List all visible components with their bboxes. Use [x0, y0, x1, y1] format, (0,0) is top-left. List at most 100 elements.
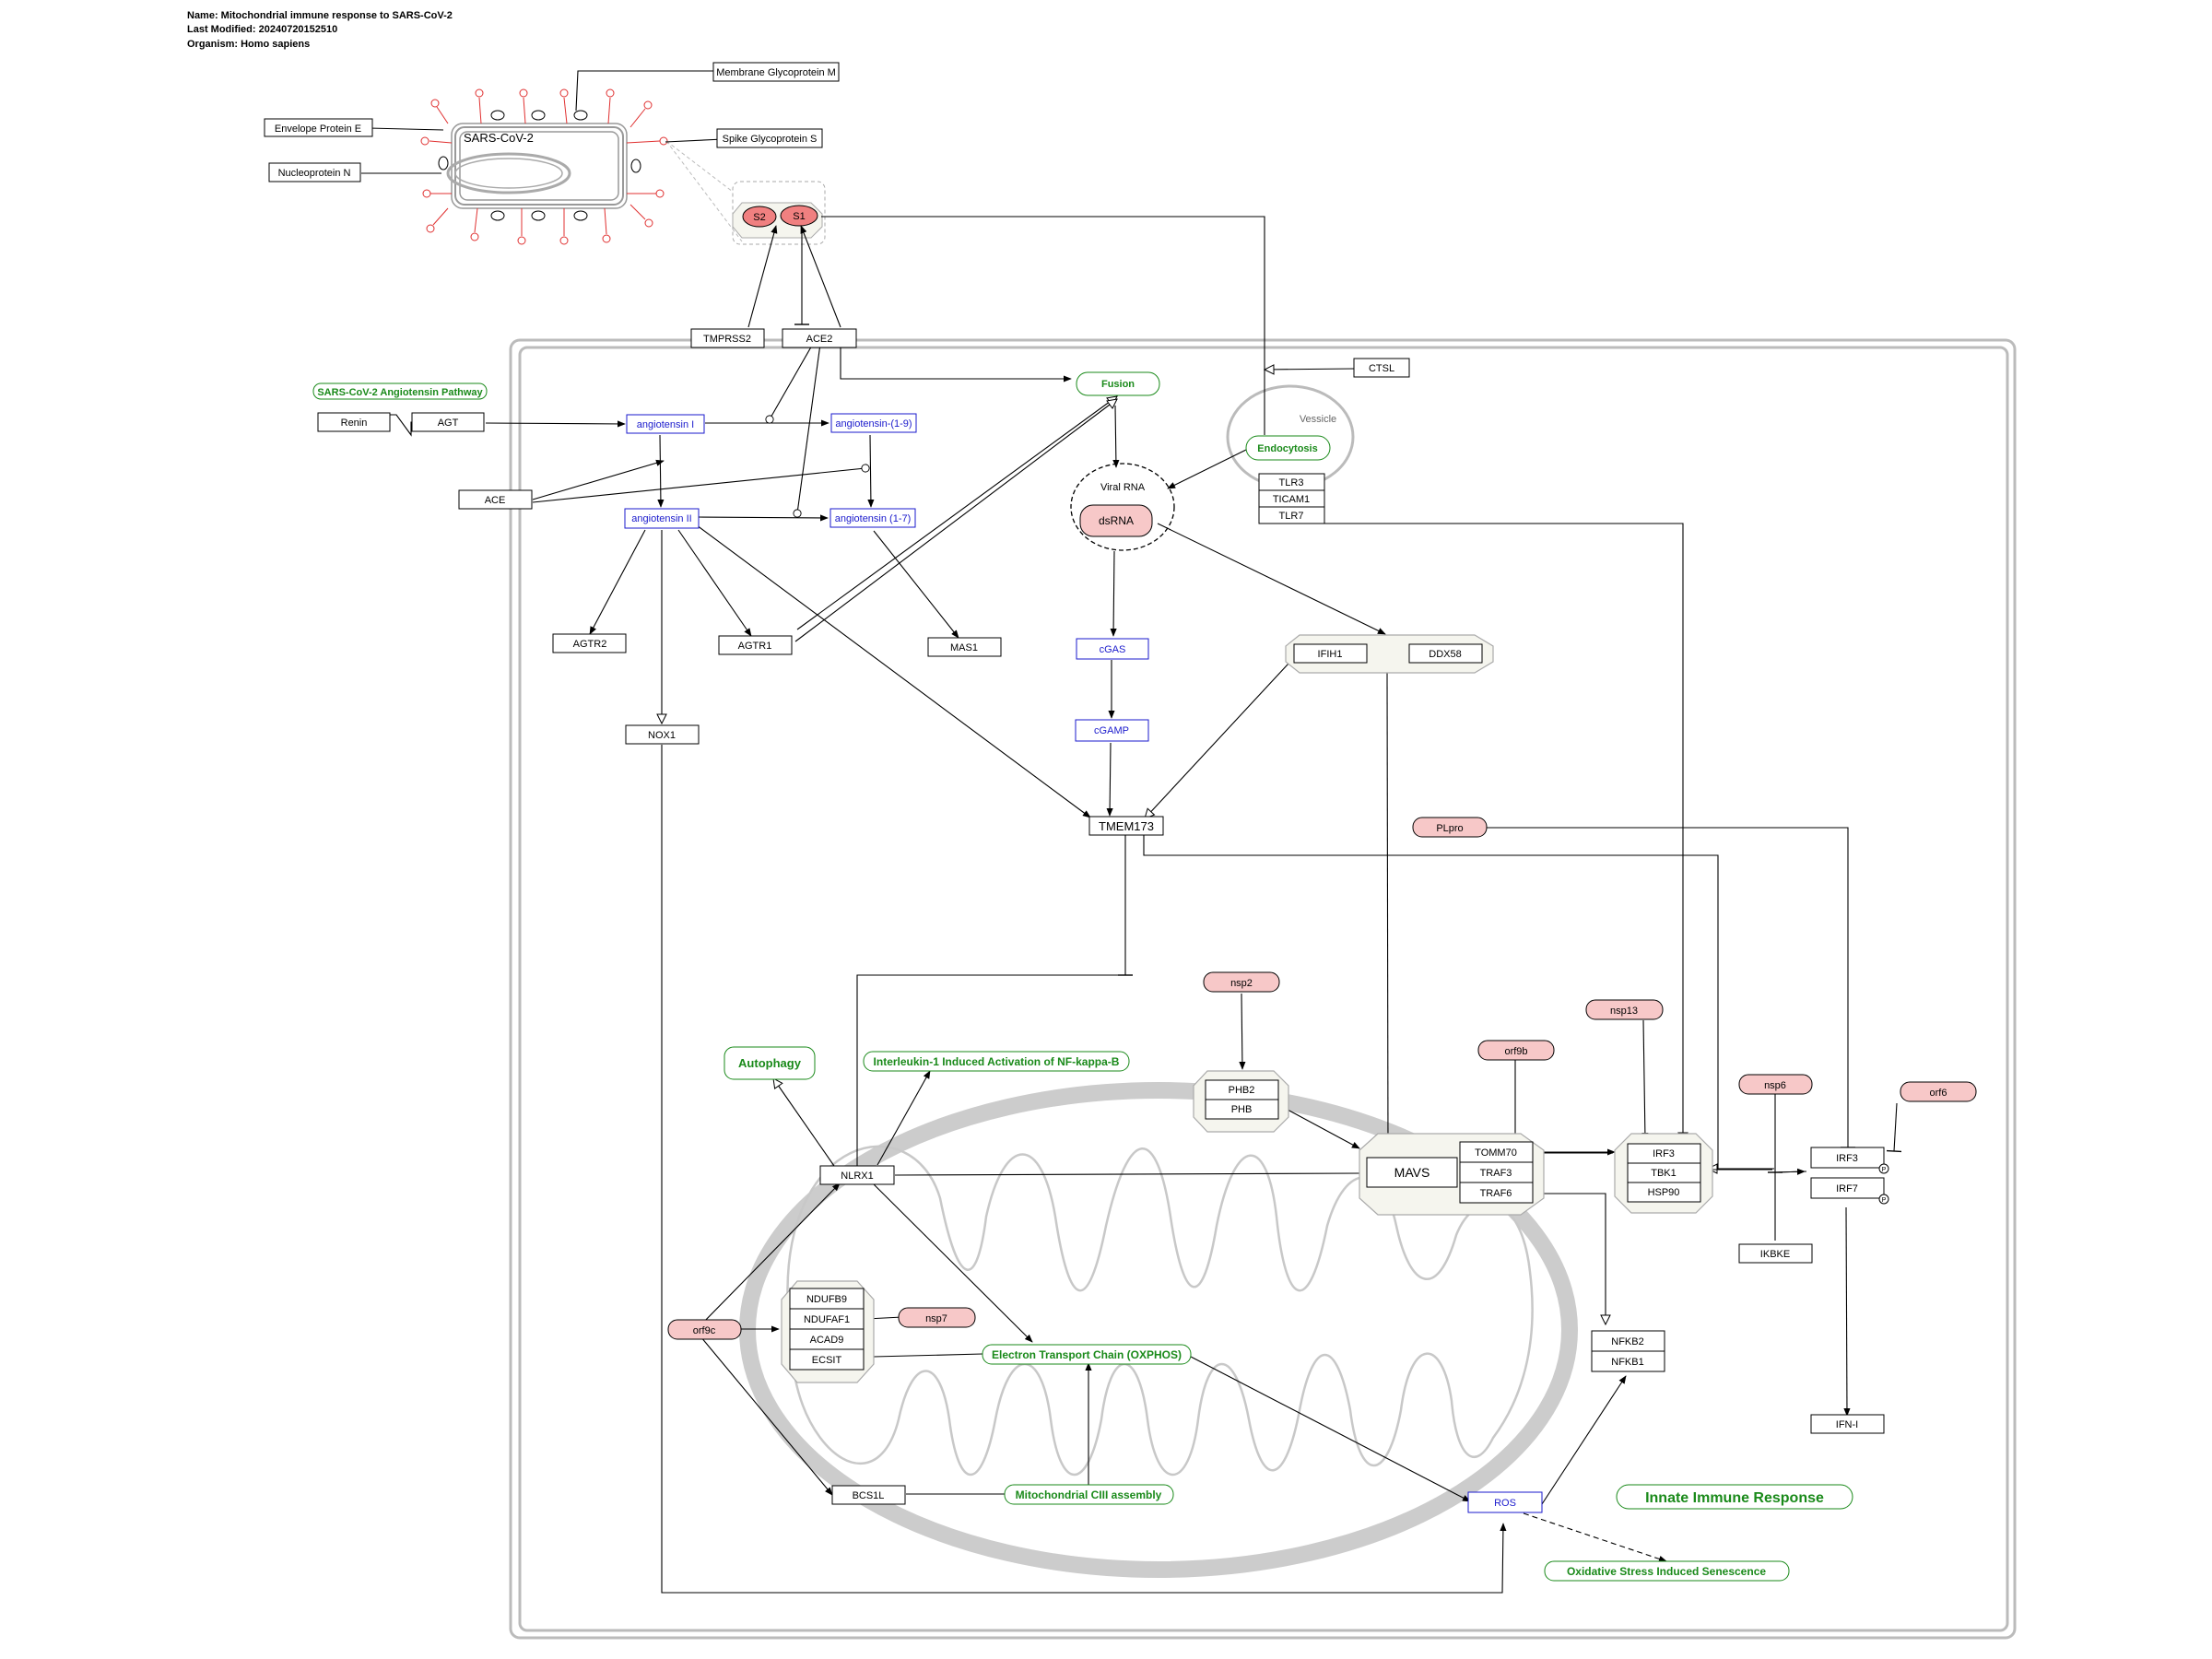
orf6-node[interactable]	[1900, 1081, 1977, 1102]
innate-immune-label: Innate Immune Response	[1645, 1490, 1824, 1506]
nsp13-node[interactable]	[1585, 999, 1664, 1020]
complex-shapes	[781, 634, 1713, 1383]
tmem173-node[interactable]	[1088, 816, 1164, 836]
ciii-pathway-node[interactable]	[1004, 1484, 1174, 1505]
irf3-label: IRF3	[1836, 1153, 1858, 1164]
ndufb9-label: NDUFB9	[806, 1294, 847, 1305]
viral-rna-label: Viral RNA	[1100, 482, 1146, 493]
nlrx1-node[interactable]	[819, 1165, 895, 1185]
ddx58-node[interactable]	[1408, 643, 1483, 664]
nucleoprotein-label: Nucleoprotein N	[278, 168, 351, 179]
envelope-protein-node[interactable]	[264, 118, 373, 137]
tlr7-node[interactable]	[1258, 506, 1325, 524]
angiotensin-1-7-label: angiotensin (1-7)	[835, 513, 912, 524]
metadata-modified: Last Modified: 20240720152510	[187, 24, 337, 35]
irf3-node[interactable]	[1810, 1147, 1885, 1169]
membrane-glycoprotein-label: Membrane Glycoprotein M	[716, 67, 836, 78]
etc-pathway-label: Electron Transport Chain (OXPHOS)	[992, 1348, 1182, 1361]
tlr3-label: TLR3	[1279, 477, 1304, 488]
ros-node[interactable]	[1467, 1491, 1543, 1513]
mavs-label: MAVS	[1394, 1165, 1430, 1180]
mavs-node[interactable]	[1366, 1157, 1458, 1188]
ace2-node[interactable]	[782, 328, 857, 348]
angiotensin-1-7-node[interactable]	[830, 508, 916, 528]
agt-node[interactable]	[411, 412, 485, 432]
nfkb1-node[interactable]	[1591, 1350, 1665, 1372]
sars-cov-2-virion: SARS-CoV-2	[420, 88, 668, 245]
tmem173-label: TMEM173	[1099, 819, 1154, 833]
plpro-node[interactable]	[1412, 817, 1488, 838]
orf9c-label: orf9c	[693, 1325, 716, 1336]
ace2-label: ACE2	[806, 334, 833, 345]
ifih1-label: IFIH1	[1318, 649, 1343, 660]
etc-pathway-node[interactable]	[982, 1344, 1192, 1365]
nsp2-label: nsp2	[1230, 978, 1253, 989]
ifih1-node[interactable]	[1293, 643, 1368, 664]
spike-proteins	[420, 88, 668, 245]
angiotensin-1-9-node[interactable]	[830, 413, 917, 433]
orf6-label: orf6	[1930, 1088, 1947, 1099]
envelope-protein-label: Envelope Protein E	[275, 124, 361, 135]
ikbke-node[interactable]	[1738, 1243, 1813, 1264]
orf9c-node[interactable]	[667, 1319, 742, 1340]
ecsit-node[interactable]	[789, 1348, 865, 1371]
agtr2-node[interactable]	[552, 633, 627, 653]
ciii-pathway-label: Mitochondrial CIII assembly	[1016, 1488, 1162, 1501]
renin-label: Renin	[341, 418, 368, 429]
spike-zoom-box	[732, 181, 826, 245]
irf7-label: IRF7	[1836, 1183, 1858, 1194]
nsp2-node[interactable]	[1203, 971, 1280, 993]
mitochondrion-cristae	[786, 1145, 1534, 1477]
ctsl-node[interactable]	[1353, 358, 1410, 378]
cgas-node[interactable]	[1076, 638, 1149, 660]
tmprss2-label: TMPRSS2	[703, 334, 751, 345]
renin-node[interactable]	[317, 412, 391, 432]
fusion-node[interactable]	[1076, 371, 1160, 396]
nox1-node[interactable]	[625, 724, 700, 745]
agtr1-node[interactable]	[718, 635, 793, 655]
tmprss2-node[interactable]	[690, 328, 765, 348]
nsp7-node[interactable]	[898, 1307, 976, 1328]
tbk1-label: TBK1	[1651, 1168, 1677, 1179]
dsrna-label: dsRNA	[1099, 514, 1134, 527]
irf7-phospho-site	[1878, 1194, 1889, 1205]
viral-rna-compartment	[1070, 463, 1175, 551]
cgamp-node[interactable]	[1075, 719, 1149, 742]
bcs1l-node[interactable]	[831, 1485, 906, 1505]
innate-immune-node[interactable]	[1616, 1484, 1853, 1510]
phb-node[interactable]	[1205, 1099, 1279, 1120]
autophagy-node[interactable]	[724, 1046, 816, 1080]
mitochondrion	[739, 1082, 1578, 1578]
tomm70-label: TOMM70	[1475, 1147, 1517, 1159]
nsp13-label: nsp13	[1610, 1006, 1638, 1017]
agtr1-label: AGTR1	[738, 641, 772, 652]
angiotensin-pathway-node[interactable]	[312, 382, 488, 400]
angiotensin-2-label: angiotensin II	[631, 513, 691, 524]
membrane-glycoprotein-node[interactable]	[712, 62, 840, 82]
irf7-phospho-label: P	[1882, 1197, 1887, 1204]
spike-glycoprotein-node[interactable]	[716, 128, 823, 148]
ace-node[interactable]	[458, 489, 533, 510]
cgamp-label: cGAMP	[1094, 725, 1129, 736]
fusion-label: Fusion	[1101, 379, 1135, 390]
dsrna-node[interactable]	[1079, 504, 1153, 537]
nucleoprotein-node[interactable]	[268, 162, 361, 182]
s1-node[interactable]	[780, 205, 818, 227]
il1-pathway-node[interactable]	[863, 1051, 1130, 1072]
traf6-node[interactable]	[1459, 1182, 1534, 1204]
spike-glycoprotein-label: Spike Glycoprotein S	[723, 134, 818, 145]
orf9b-node[interactable]	[1477, 1040, 1555, 1061]
endocytosis-node[interactable]	[1245, 435, 1331, 461]
nox1-label: NOX1	[648, 730, 676, 741]
s2-node[interactable]	[742, 206, 777, 228]
senescence-node[interactable]	[1544, 1560, 1790, 1582]
ifn1-node[interactable]	[1810, 1414, 1885, 1434]
mas1-node[interactable]	[927, 637, 1002, 657]
hsp90-node[interactable]	[1627, 1182, 1701, 1203]
il1-pathway-label: Interleukin-1 Induced Activation of NF-k…	[874, 1055, 1120, 1068]
irf7-node[interactable]	[1810, 1177, 1885, 1199]
angiotensin-2-node[interactable]	[624, 508, 700, 529]
nsp6-node[interactable]	[1738, 1074, 1813, 1095]
angiotensin-1-node[interactable]	[626, 414, 705, 434]
